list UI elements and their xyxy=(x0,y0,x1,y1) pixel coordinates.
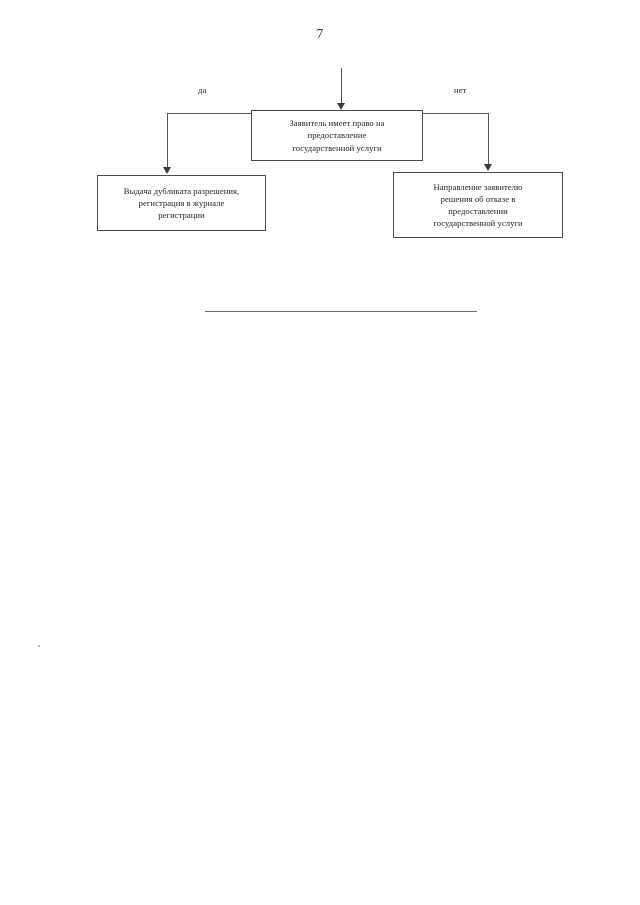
flowchart-node-decision: Заявитель имеет право на предоставление … xyxy=(251,110,423,161)
branch-label-yes: да xyxy=(198,85,207,95)
connector-no-arrowhead xyxy=(484,164,492,171)
flowchart-node-refusal: Направление заявителю решения об отказе … xyxy=(393,172,563,238)
connector-yes-horizontal xyxy=(167,113,252,114)
footer-rule xyxy=(205,311,477,312)
page-number: 7 xyxy=(316,26,324,41)
connector-yes-vertical xyxy=(167,113,168,168)
connector-no-horizontal xyxy=(422,113,488,114)
flowchart-node-issue-duplicate-text: Выдача дубликата разрешения, регистрация… xyxy=(123,185,240,221)
connector-no-vertical xyxy=(488,113,489,165)
flowchart-node-refusal-text: Направление заявителю решения об отказе … xyxy=(433,181,523,229)
connector-inbound-line xyxy=(341,68,342,104)
scan-artifact-speck xyxy=(38,645,40,647)
branch-label-no: нет xyxy=(454,85,467,95)
connector-inbound-arrowhead xyxy=(337,103,345,110)
connector-yes-arrowhead xyxy=(163,167,171,174)
flowchart-node-decision-text: Заявитель имеет право на предоставление … xyxy=(289,118,385,153)
flowchart-node-issue-duplicate: Выдача дубликата разрешения, регистрация… xyxy=(97,175,266,231)
